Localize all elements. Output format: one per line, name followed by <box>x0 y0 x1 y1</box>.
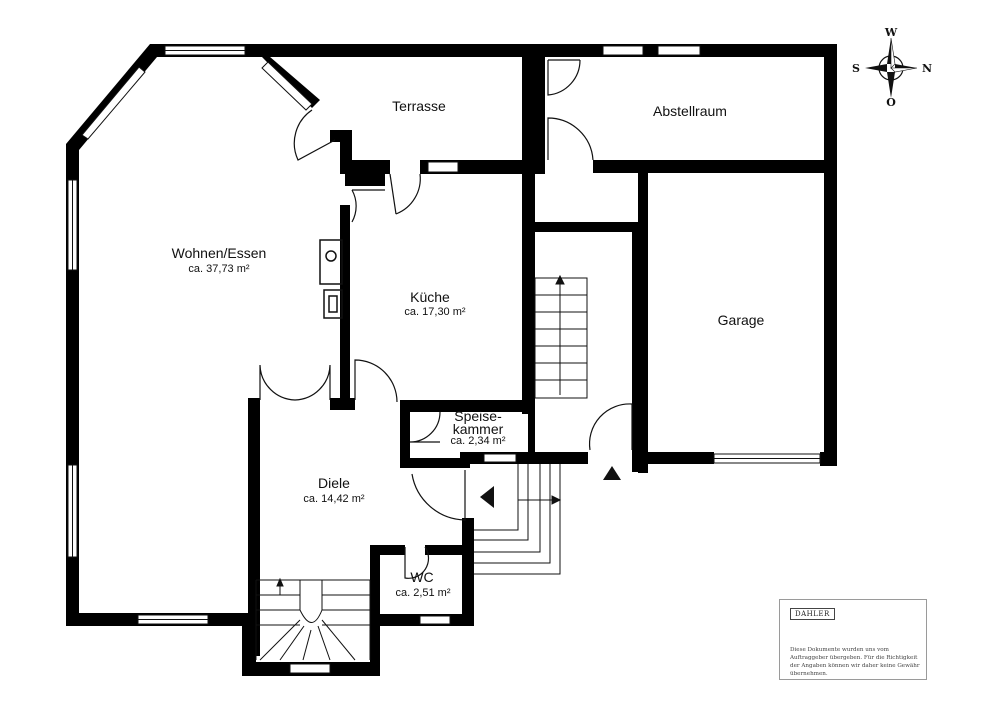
compass-icon: W N O S <box>852 26 932 109</box>
room-terrasse-name: Terrasse <box>392 98 446 114</box>
room-kueche-name: Küche <box>410 289 450 305</box>
room-wc-name: WC <box>410 569 433 585</box>
disclaimer-text: Diese Dokumente wurden uns vom Auftragge… <box>790 647 920 677</box>
room-wc-area: ca. 2,51 m² <box>395 587 450 599</box>
stairs <box>255 274 588 661</box>
compass-s: S <box>852 62 860 75</box>
windows <box>67 45 821 674</box>
walls <box>66 44 837 676</box>
entrance-arrow-icon <box>480 486 494 508</box>
room-wohnen-name: Wohnen/Essen <box>172 245 267 261</box>
compass-o: O <box>886 96 896 109</box>
disclaimer-box: DAHLER Diese Dokumente wurden uns vom Au… <box>779 599 927 680</box>
room-speise-area: ca. 2,34 m² <box>450 435 505 447</box>
room-speise-name-2: kammer <box>453 421 504 437</box>
room-wohnen-area: ca. 37,73 m² <box>188 263 249 275</box>
room-diele-name: Diele <box>318 475 350 491</box>
room-labels: Wohnen/Essen ca. 37,73 m² Terrasse Abste… <box>172 98 765 599</box>
kitchen-fixtures <box>319 239 343 319</box>
garage-entrance-arrow-icon <box>603 466 621 480</box>
compass-w: W <box>884 26 898 39</box>
brand-logo: DAHLER <box>790 608 835 620</box>
doors <box>259 59 633 579</box>
room-abstellraum-name: Abstellraum <box>653 103 727 119</box>
room-diele-area: ca. 14,42 m² <box>303 493 364 505</box>
room-speise-name-1: Speise- <box>454 408 502 424</box>
room-kueche-area: ca. 17,30 m² <box>404 306 465 318</box>
room-garage-name: Garage <box>718 312 765 328</box>
compass-n: N <box>922 62 932 75</box>
